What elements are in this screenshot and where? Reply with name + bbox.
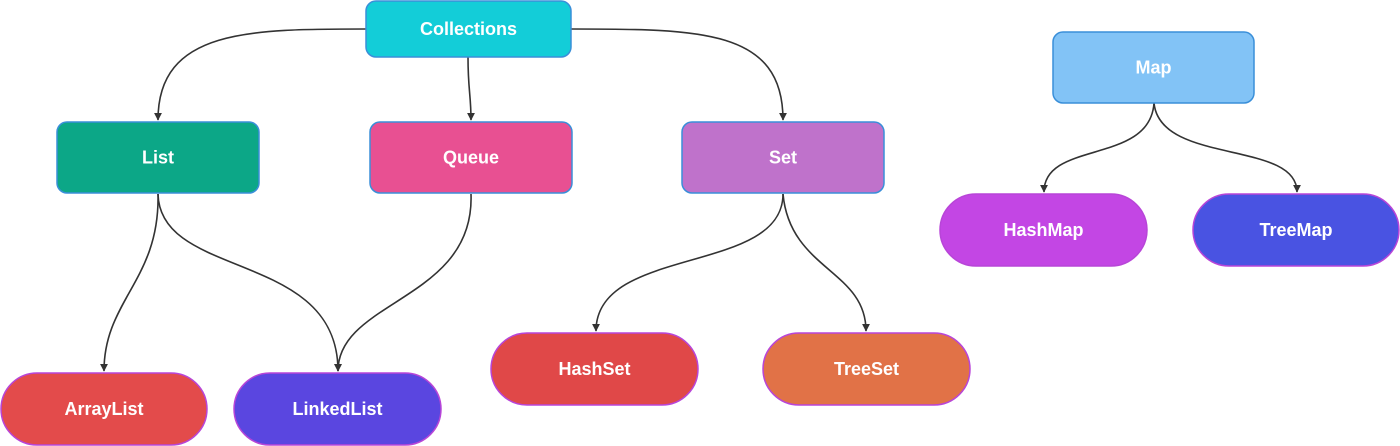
edge-collections-queue: [466, 56, 475, 121]
node-arraylist-box: [0, 372, 208, 446]
node-hashset-label: HashSet: [558, 359, 630, 379]
edge-set-hashset: [592, 193, 784, 332]
node-collections[interactable]: Collections: [365, 0, 572, 58]
node-arraylist[interactable]: ArrayList: [0, 372, 208, 446]
node-map-box: [1052, 31, 1255, 104]
node-treeset-box: [762, 332, 971, 406]
edge-map-treemap: [1153, 102, 1301, 193]
node-set-box: [681, 121, 885, 194]
node-hashmap-box: [939, 193, 1148, 267]
node-treemap-label: TreeMap: [1259, 220, 1332, 240]
node-linkedlist-label: LinkedList: [292, 399, 382, 419]
node-set[interactable]: Set: [681, 121, 885, 194]
node-hashset-box: [490, 332, 699, 406]
node-treemap-box: [1192, 193, 1400, 267]
edge-list-arraylist: [100, 193, 159, 372]
node-queue-label: Queue: [443, 148, 499, 168]
node-linkedlist-box: [233, 372, 442, 446]
edge-map-hashmap: [1040, 102, 1155, 193]
node-queue[interactable]: Queue: [369, 121, 573, 194]
node-arraylist-label: ArrayList: [64, 399, 143, 419]
node-hashmap-label: HashMap: [1003, 220, 1083, 240]
edge-set-treeset: [782, 193, 870, 332]
edges-layer: [100, 28, 1301, 372]
node-collections-box: [365, 0, 572, 58]
node-list-label: List: [142, 148, 174, 168]
node-list-box: [56, 121, 260, 194]
node-map[interactable]: Map: [1052, 31, 1255, 104]
node-list[interactable]: List: [56, 121, 260, 194]
node-map-label: Map: [1136, 58, 1172, 78]
edge-list-linkedlist: [157, 193, 342, 372]
edge-queue-linkedlist: [334, 193, 472, 372]
node-queue-box: [369, 121, 573, 194]
node-linkedlist[interactable]: LinkedList: [233, 372, 442, 446]
node-collections-label: Collections: [420, 19, 517, 39]
node-hashset[interactable]: HashSet: [490, 332, 699, 406]
node-hashmap[interactable]: HashMap: [939, 193, 1148, 267]
node-treemap[interactable]: TreeMap: [1192, 193, 1400, 267]
edge-collections-list: [154, 28, 367, 121]
edge-collections-set: [570, 28, 787, 121]
node-treeset-label: TreeSet: [834, 359, 899, 379]
node-treeset[interactable]: TreeSet: [762, 332, 971, 406]
node-set-label: Set: [769, 148, 797, 168]
